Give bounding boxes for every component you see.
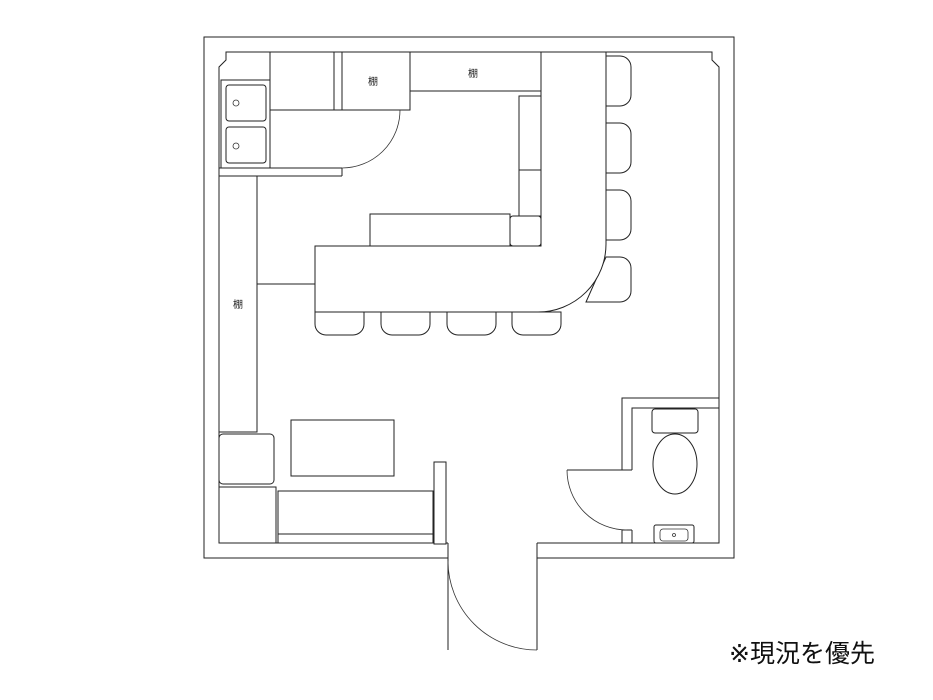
sofa-seating <box>219 434 433 543</box>
exterior-walls <box>204 37 734 650</box>
upper-cabinets <box>219 52 541 176</box>
toilet <box>652 409 698 494</box>
kitchen-sink <box>221 80 270 168</box>
bar-stools <box>315 56 631 335</box>
table <box>291 420 394 476</box>
back-counter <box>370 96 541 246</box>
kitchen-door <box>342 110 400 168</box>
shelf-label-top-2: 棚 <box>468 67 478 80</box>
left-shelf <box>219 176 315 432</box>
shelf-label-top-1: 棚 <box>368 75 378 88</box>
bar-counter <box>315 52 606 312</box>
restroom-washbasin <box>654 525 694 543</box>
restroom-walls <box>567 398 719 543</box>
entrance-door <box>434 462 537 650</box>
shelf-label-left: 棚 <box>233 298 243 311</box>
note-text: ※現況を優先 <box>729 639 875 668</box>
